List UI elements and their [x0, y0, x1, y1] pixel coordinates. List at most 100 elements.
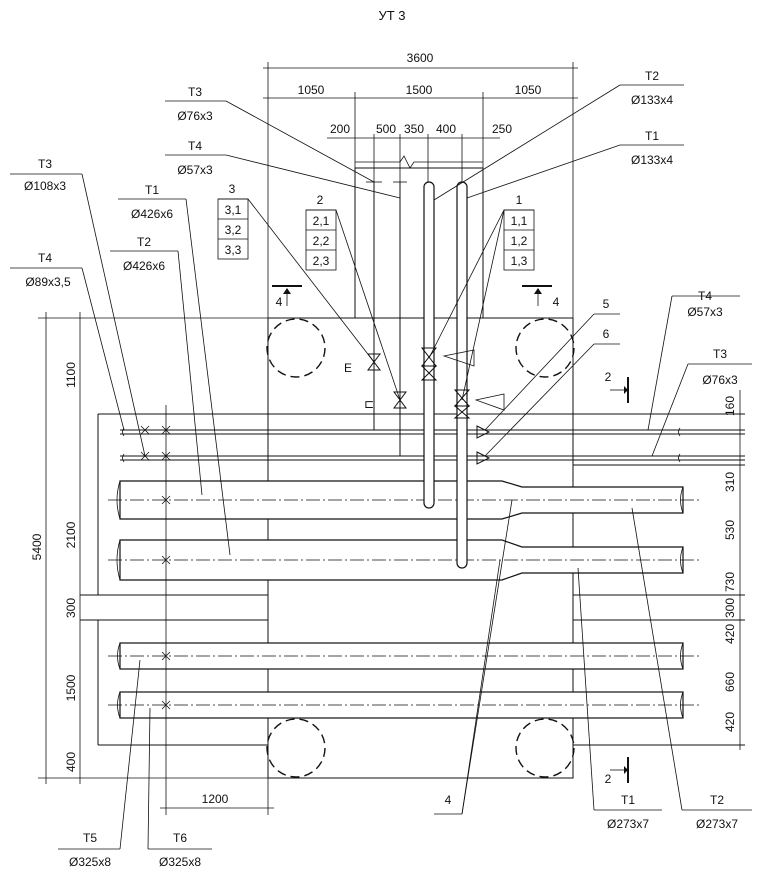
section-2-bottom-num: 2: [605, 772, 612, 786]
dim-420-b: 420: [723, 712, 737, 732]
label-t3-left-size: Ø108x3: [24, 179, 66, 193]
section-mark-2-bottom: 2: [605, 757, 629, 786]
label-t1-top-size: Ø133x4: [631, 153, 673, 167]
label-t1-left-name: Т1: [145, 183, 159, 197]
label-t1-top-name: Т1: [645, 129, 659, 143]
label-t3-right-size: Ø76x3: [702, 373, 738, 387]
callout-6-num: 6: [603, 327, 610, 341]
valve-group-2-num: 2: [317, 193, 324, 207]
right-dimensions: 160 310 530 730 300 420 660 420: [723, 390, 741, 750]
label-t1-left-size: Ø426x6: [131, 207, 173, 221]
valve-2-2: 2,2: [313, 234, 330, 248]
dim-250: 250: [492, 122, 512, 136]
dim-400: 400: [436, 122, 456, 136]
section-mark-4-right: 4: [522, 285, 560, 309]
valve-group-2: 2 2,1 2,2 2,3: [305, 193, 401, 401]
valve-group-1: 1 1,1 1,2 1,3: [428, 193, 535, 401]
label-t2-top-name: Т2: [645, 69, 659, 83]
label-t1-bottom-name: Т1: [621, 793, 635, 807]
dim-420-a: 420: [723, 624, 737, 644]
section-4-left-num: 4: [276, 295, 283, 309]
pipe-t2-horizontal: [108, 539, 700, 581]
dim-400-left: 400: [64, 752, 78, 772]
bottom-dimensions: 1200: [160, 405, 274, 815]
valve-group-3-num: 3: [229, 182, 236, 196]
section-2-top-num: 2: [605, 370, 612, 384]
axis-cross-marks: [140, 425, 171, 710]
dim-200: 200: [330, 122, 350, 136]
dim-1500: 1500: [406, 83, 433, 97]
dim-730: 730: [723, 572, 737, 592]
manhole-bottom-right: [515, 718, 575, 778]
manhole-bottom-left: [266, 718, 326, 778]
dim-2100: 2100: [64, 521, 78, 548]
dim-310: 310: [723, 472, 737, 492]
manhole-top-left: [266, 318, 326, 378]
label-t3-right-name: Т3: [713, 347, 727, 361]
labels-right: Т4 Ø57x3 Т3 Ø76x3: [647, 289, 752, 457]
label-t3-left-name: Т3: [38, 157, 52, 171]
callout-4-num: 4: [445, 793, 452, 807]
dim-350: 350: [404, 122, 424, 136]
section-mark-4-left: 4: [272, 285, 302, 309]
channel-walls: [80, 413, 745, 746]
vertical-pipes: [366, 181, 468, 569]
label-t6-size: Ø325x8: [159, 855, 201, 869]
labels-left: Т3 Ø108x3 Т1 Ø426x6 Т2 Ø426x6 Т4 Ø89x3,5: [10, 157, 231, 556]
label-t4-left-size: Ø89x3,5: [25, 275, 71, 289]
top-dimensions: 3600 1050 1500 1050 200 500 350 400 250: [263, 51, 578, 318]
valve-group-3: 3 3,1 3,2 3,3: [217, 182, 375, 363]
dim-500: 500: [376, 122, 396, 136]
label-t3-top-size: Ø76x3: [177, 109, 213, 123]
callout-5-num: 5: [603, 297, 610, 311]
label-t4-left-name: Т4: [38, 251, 52, 265]
valve-2-1: 2,1: [313, 214, 330, 228]
label-t3-top-name: Т3: [188, 85, 202, 99]
label-t6-name: Т6: [173, 831, 187, 845]
valve-1-1: 1,1: [511, 214, 528, 228]
label-t1-bottom-size: Ø273x7: [607, 817, 649, 831]
label-t2-top-size: Ø133x4: [631, 93, 673, 107]
dim-160: 160: [723, 396, 737, 416]
label-t2-bottom-size: Ø273x7: [696, 817, 738, 831]
dim-660: 660: [723, 672, 737, 692]
dim-300-left: 300: [64, 598, 78, 618]
dim-3600: 3600: [407, 51, 434, 65]
valve-3-3: 3,3: [225, 243, 242, 257]
valve-3-2: 3,2: [225, 223, 242, 237]
dim-1050-left: 1050: [298, 83, 325, 97]
dim-1100: 1100: [64, 362, 78, 388]
pipe-t6-horizontal: [108, 691, 700, 719]
dim-530: 530: [723, 520, 737, 540]
label-t5-size: Ø325x8: [69, 855, 111, 869]
labels-top: Т3 Ø76x3 Т4 Ø57x3 Т2 Ø133x4 Т1 Ø133x4: [165, 69, 684, 201]
label-t5-name: Т5: [83, 831, 97, 845]
label-t2-left-size: Ø426x6: [123, 259, 165, 273]
dim-300-right: 300: [723, 598, 737, 618]
svg-text:E: E: [344, 361, 352, 375]
label-t4-top-size: Ø57x3: [177, 163, 213, 177]
dim-5400: 5400: [30, 533, 44, 560]
callout-4: 4: [434, 499, 513, 815]
valve-1-3: 1,3: [511, 254, 528, 268]
dim-1050-right: 1050: [515, 83, 542, 97]
valve-3-1: 3,1: [225, 203, 242, 217]
drawing-title: УТ 3: [378, 8, 405, 23]
section-4-right-num: 4: [553, 295, 560, 309]
valve-1-2: 1,2: [511, 234, 528, 248]
labels-bottom: Т5 Ø325x8 Т6 Ø325x8 Т1 Ø273x7 Т2 Ø273x7: [58, 507, 752, 869]
label-t4-top-name: Т4: [188, 139, 202, 153]
left-dimensions: 5400 1100 2100 300 1500 400: [30, 312, 268, 784]
dim-1200: 1200: [202, 792, 229, 806]
pipe-t5-horizontal: [108, 642, 700, 670]
svg-text:⊏: ⊏: [364, 397, 374, 411]
label-t2-bottom-name: Т2: [710, 793, 724, 807]
callout-6: 6: [476, 327, 620, 465]
section-mark-2-top: 2: [605, 370, 629, 403]
label-t2-left-name: Т2: [137, 235, 151, 249]
label-t4-right-size: Ø57x3: [687, 305, 723, 319]
valve-group-1-num: 1: [516, 193, 523, 207]
manhole-top-right: [515, 318, 575, 378]
dim-1500-left: 1500: [64, 674, 78, 701]
